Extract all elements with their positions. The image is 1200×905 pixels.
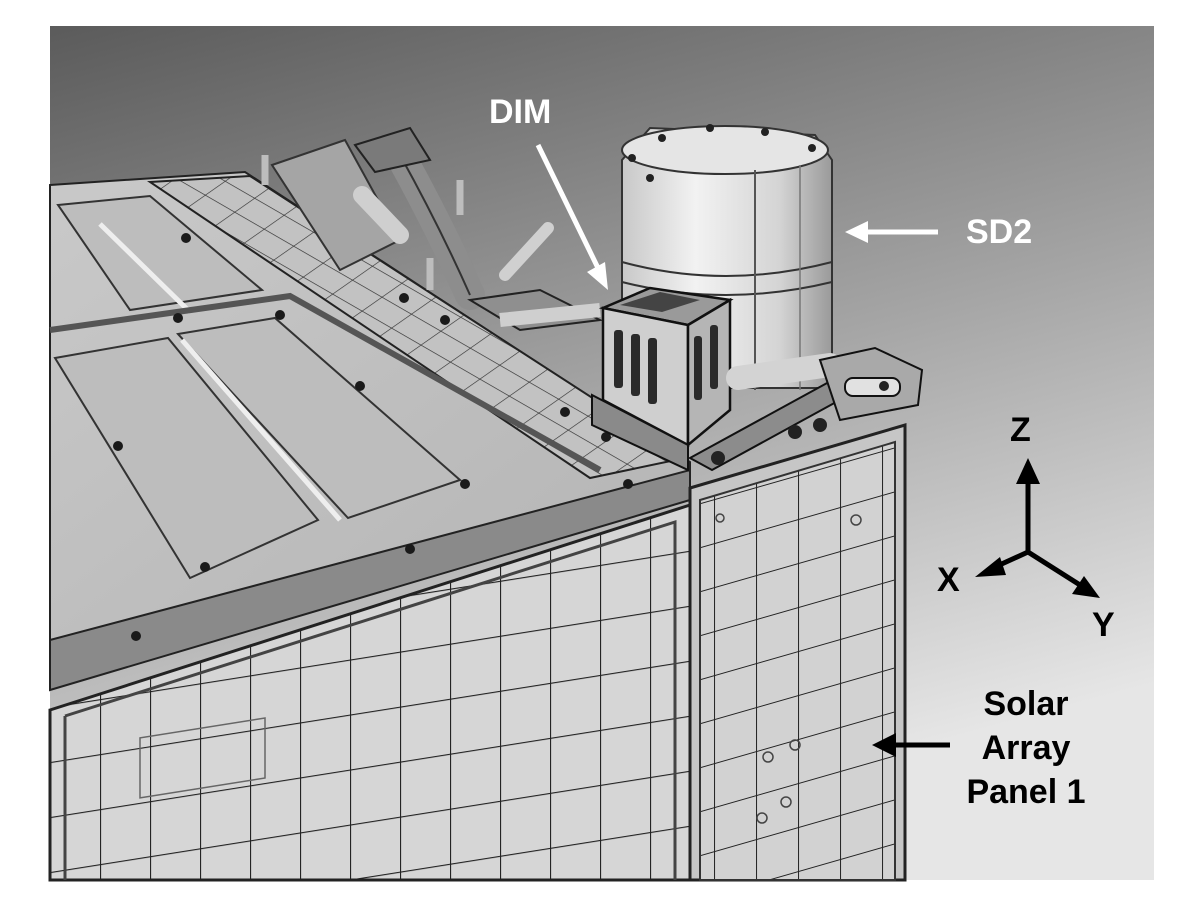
dim-instrument — [591, 286, 734, 472]
top-deck — [49, 170, 691, 692]
solar-label-line-2: Array — [981, 729, 1071, 767]
solar-array-panel-1 — [688, 422, 907, 882]
axis-triad — [975, 458, 1100, 598]
boom-assembly — [261, 126, 604, 332]
solar-array-panel-label: Solar Array Panel 1 — [952, 682, 1100, 814]
solar-label-line-3: Panel 1 — [966, 773, 1086, 811]
axis-z-label: Z — [1010, 411, 1031, 449]
sd2-label: SD2 — [966, 213, 1033, 251]
dim-pointer-arrow — [535, 143, 608, 290]
hinge-mechanism — [687, 346, 924, 472]
axis-y-label: Y — [1092, 606, 1115, 644]
solar-panel-pointer-arrow — [872, 733, 950, 757]
sd2-pointer-arrow — [845, 221, 938, 243]
axis-x-label: X — [937, 561, 960, 599]
dim-label: DIM — [489, 93, 552, 131]
solar-label-line-1: Solar — [983, 685, 1069, 723]
